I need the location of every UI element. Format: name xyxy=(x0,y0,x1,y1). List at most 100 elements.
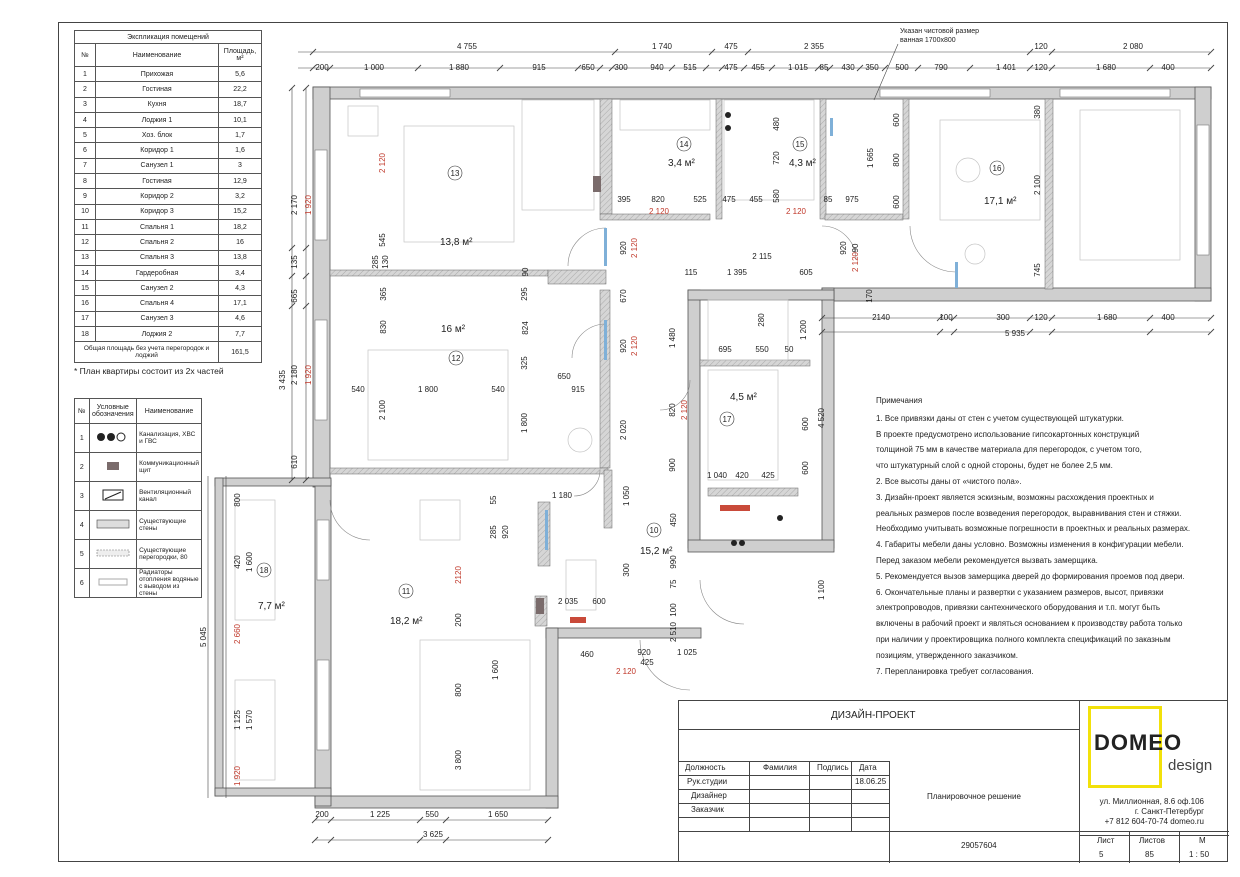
dimension-top-inner: 1 000 xyxy=(364,63,385,72)
dimension-inner: 2 120 xyxy=(680,399,689,420)
dimension-tick xyxy=(708,48,716,56)
dimension-tick xyxy=(288,84,296,92)
dimension-top-outer: 2 355 xyxy=(804,42,825,51)
dimension-top-inner: 1 880 xyxy=(449,63,470,72)
total-value: 161,5 xyxy=(218,341,262,364)
dimension-top-inner: 500 xyxy=(895,63,909,72)
dimension-top-inner: 915 xyxy=(532,63,546,72)
dimension-inner: 2 100 xyxy=(378,399,387,420)
dimension-tick xyxy=(442,816,450,824)
dimension-inner: 820 xyxy=(668,403,677,417)
dimension-inner: 420 xyxy=(233,555,242,569)
note-line: реальных размеров после возведения перег… xyxy=(876,508,1182,518)
dimension-tick xyxy=(611,48,619,56)
dimension-top-inner: 790 xyxy=(934,63,948,72)
dimension-tick xyxy=(881,64,889,72)
row-area: 10,1 xyxy=(218,111,262,129)
room-area: 4,5 м² xyxy=(730,392,758,403)
dimension-inner: 1 800 xyxy=(520,412,529,433)
dimension-bottom: 1 225 xyxy=(370,810,391,819)
room-number-marker xyxy=(447,165,463,181)
brand-sub: design xyxy=(1168,757,1213,774)
room-number: 10 xyxy=(650,526,659,535)
dimension-tick xyxy=(1026,328,1034,336)
dimension-tick xyxy=(288,476,296,484)
brand-logo-frame xyxy=(1088,706,1162,788)
dimension-inner: 1 600 xyxy=(245,551,254,572)
dimension-tick xyxy=(914,64,922,72)
dimension-inner: 3 800 xyxy=(454,749,463,770)
dimension-inner: 365 xyxy=(379,287,388,301)
room-number-marker xyxy=(398,583,414,599)
dimension-left: 665 xyxy=(290,289,299,303)
furniture xyxy=(234,99,1181,791)
col-role: Должность xyxy=(685,763,726,772)
dimension-top-inner: 300 xyxy=(614,63,628,72)
dimension-inner: 525 xyxy=(693,195,707,204)
project-code: 29057604 xyxy=(961,841,997,850)
dimension-inner: 115 xyxy=(685,268,698,277)
dimension-inner: 1 040 xyxy=(707,471,728,480)
address-line-street: ул. Миллионная, 8.6 оф.106 xyxy=(1099,797,1204,806)
notes-block: Примечания 1. Все привязки даны от стен … xyxy=(876,393,1212,679)
room-number: 12 xyxy=(452,354,461,363)
dimension-top-inner: 350 xyxy=(865,63,879,72)
room-number: 14 xyxy=(680,140,689,149)
role-client: Заказчик xyxy=(691,805,724,814)
dimension-left: 3 435 xyxy=(278,369,287,390)
dimension-inner: 1 050 xyxy=(622,485,631,506)
dimension-tick xyxy=(1026,314,1034,322)
col-signature: Подпись xyxy=(817,763,849,772)
dimension-inner: 1 180 xyxy=(552,491,573,500)
address-block: ул. Миллионная, 8.6 оф.106 г. Санкт-Пете… xyxy=(1084,797,1204,827)
room-area: 16 м² xyxy=(441,324,466,335)
dimension-inner: 480 xyxy=(772,117,781,131)
dimension-tick xyxy=(327,836,335,844)
note-line: 2. Все высоты даны от «чистого пола». xyxy=(876,476,1022,486)
dimension-bottom: 550 xyxy=(425,810,439,819)
dimension-top-inner: 650 xyxy=(581,63,595,72)
room-number-marker xyxy=(792,136,808,152)
room-number: 17 xyxy=(723,415,732,424)
dimension-top-inner: 120 xyxy=(1034,63,1048,72)
room-number-marker xyxy=(676,136,692,152)
dimension-inner: 745 xyxy=(1033,263,1042,277)
legend-name: Канализация, ХВС и ГВС xyxy=(136,423,202,453)
dimension-tick xyxy=(740,64,748,72)
dimension-inner: 600 xyxy=(801,417,810,431)
sheet-frame xyxy=(58,22,1228,862)
room-number-marker xyxy=(448,350,464,366)
room-number: 11 xyxy=(402,587,411,596)
dimension-tick xyxy=(414,64,422,72)
dimension-tick xyxy=(596,64,604,72)
dimension-left: 1 920 xyxy=(304,364,313,385)
dimension-inner: 540 xyxy=(351,385,365,394)
brand-name: DOMEO xyxy=(1094,730,1183,755)
dimension-inner: 824 xyxy=(521,321,530,335)
dimension-tick xyxy=(302,272,310,280)
dimension-tick xyxy=(936,328,944,336)
dimension-inner: 85 xyxy=(824,195,833,204)
dimension-right: 400 xyxy=(1161,313,1175,322)
notes-title: Примечания xyxy=(876,396,923,405)
dimension-inner: 2 020 xyxy=(619,419,628,440)
dimension-inner: 1 100 xyxy=(817,579,826,600)
dimension-top-inner: 475 xyxy=(724,63,738,72)
room-number: 16 xyxy=(993,164,1002,173)
dimension-tick xyxy=(950,328,958,336)
dimension-inner: 295 xyxy=(520,287,529,301)
col-date: Дата xyxy=(859,763,877,772)
dimension-inner: 100 xyxy=(669,603,678,617)
dimension-inner: 2 120 xyxy=(378,152,387,173)
dimension-inner: 300 xyxy=(622,563,631,577)
dimension-top-inner: 515 xyxy=(683,63,697,72)
